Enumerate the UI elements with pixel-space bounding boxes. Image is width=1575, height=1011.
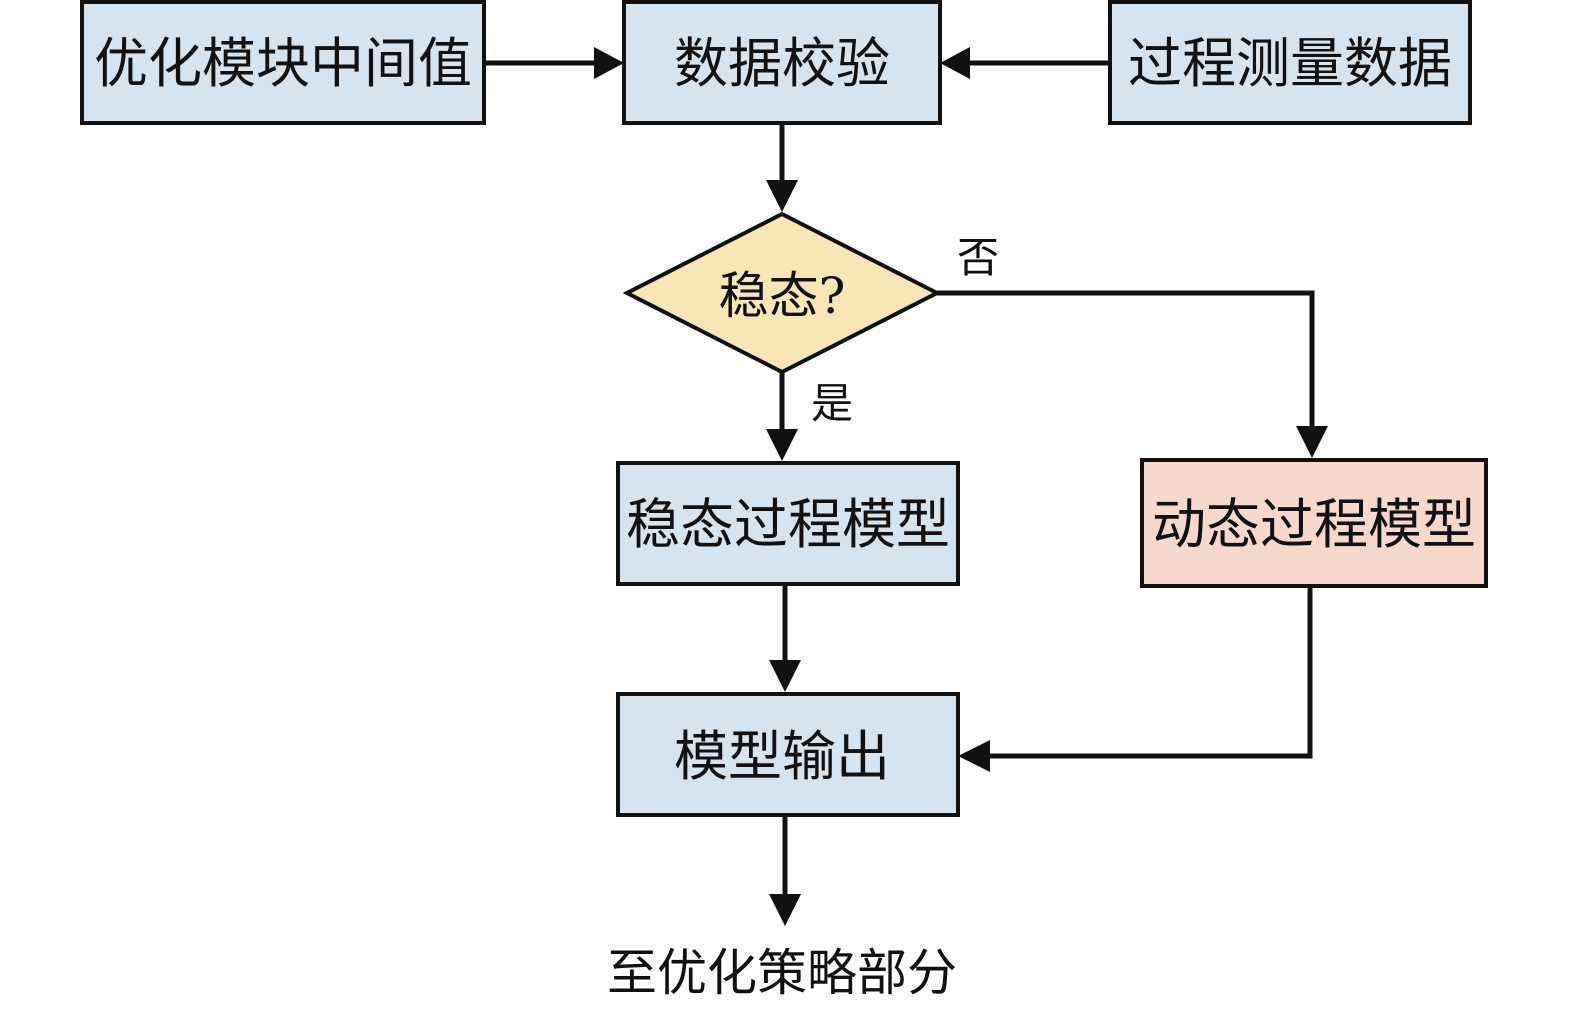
edge-decision-no-to-dynamic (937, 290, 1315, 428)
decision-label: 稳态? (719, 267, 846, 325)
node-steady-state-model-label: 稳态过程模型 (626, 493, 950, 556)
node-steady-state-model: 稳态过程模型 (616, 461, 960, 586)
node-model-output-box (616, 692, 960, 817)
arrow-validation-to-decision (766, 180, 798, 212)
node-dynamic-model-label: 动态过程模型 (1152, 493, 1476, 556)
node-process-measurement: 过程测量数据 (1108, 0, 1472, 125)
node-optimization-intermediate-box (80, 0, 486, 125)
node-optimization-intermediate-label: 优化模块中间值 (94, 32, 472, 95)
node-data-validation-label: 数据校验 (674, 32, 890, 95)
edge-label-no: 否 (957, 233, 999, 282)
arrow-decision-no-to-dynamic (1296, 426, 1328, 458)
edge-dynamic-to-output (986, 586, 1313, 759)
node-data-validation-box (622, 0, 942, 125)
node-model-output-label: 模型输出 (674, 725, 890, 788)
node-process-measurement-box (1108, 0, 1472, 125)
node-data-validation: 数据校验 (622, 0, 942, 125)
arrow-output-to-strategy (769, 894, 801, 926)
node-dynamic-model-box (1140, 458, 1488, 588)
output-target-label: 至优化策略部分 (607, 944, 957, 1002)
node-dynamic-model: 动态过程模型 (1140, 458, 1488, 588)
arrow-steady-to-output (769, 660, 801, 692)
node-model-output: 模型输出 (616, 692, 960, 817)
arrow-decision-yes-to-steady (766, 429, 798, 461)
node-steady-state-model-box (616, 461, 960, 586)
node-process-measurement-label: 过程测量数据 (1128, 32, 1452, 95)
edge-label-yes: 是 (811, 379, 853, 428)
node-optimization-intermediate: 优化模块中间值 (80, 0, 486, 125)
node-steady-state-decision: 稳态? (622, 211, 942, 375)
arrow-measurement-to-validation (940, 47, 970, 79)
arrow-dynamic-to-output (958, 740, 990, 772)
arrow-intermediate-to-validation (594, 47, 624, 79)
